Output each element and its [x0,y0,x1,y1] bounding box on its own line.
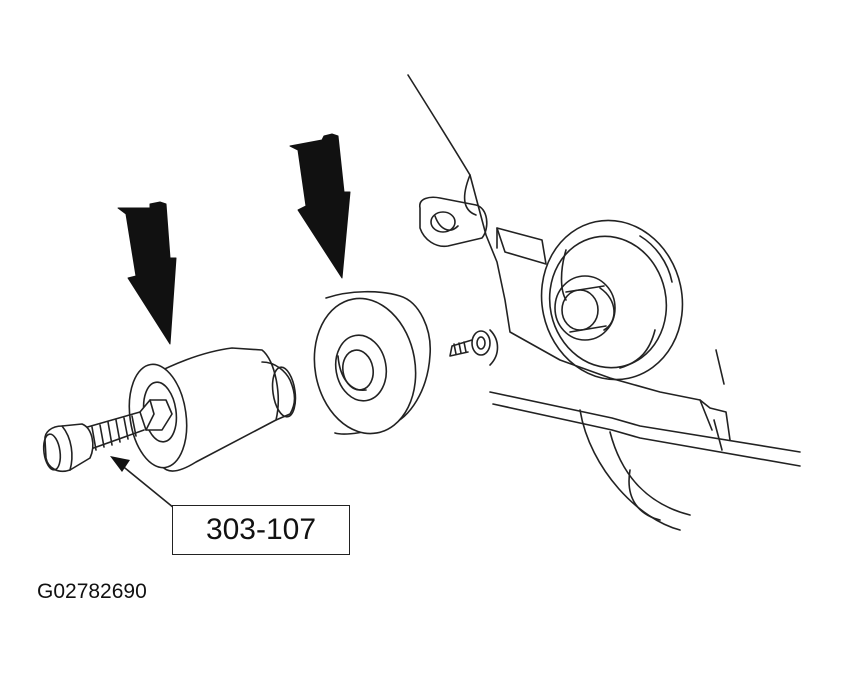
engine-cover [407,74,801,531]
seal-installer-tool [42,347,297,473]
tool-number-label: 303-107 [172,505,350,555]
figure-id-text: G02782690 [37,580,147,603]
oil-seal [313,290,431,435]
crankshaft-stud [449,329,499,366]
press-arrow-left [117,201,177,345]
tool-number-text: 303-107 [205,513,317,546]
press-arrow-right [289,133,351,279]
leader-line [119,463,175,509]
crankshaft-pulley [540,219,684,381]
leader-arrowhead [110,456,130,472]
